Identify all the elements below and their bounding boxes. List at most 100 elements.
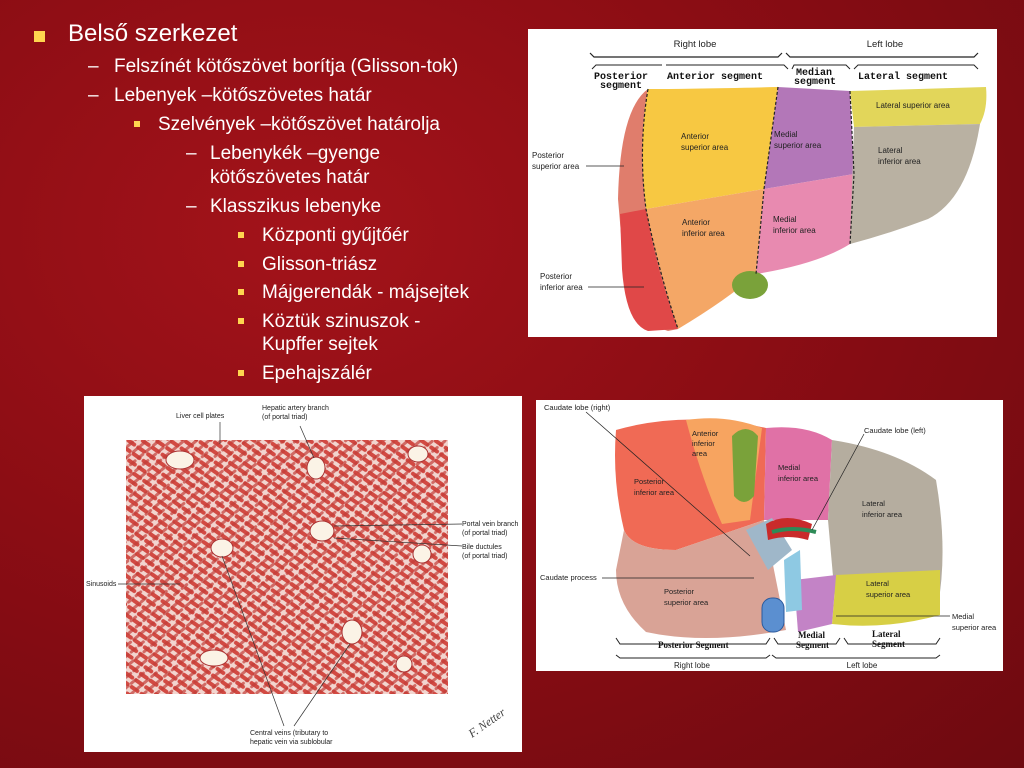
portal-triad bbox=[309, 520, 335, 542]
central-vein bbox=[395, 655, 413, 673]
portal-vein-label: Portal vein branch bbox=[462, 521, 519, 528]
square-bullet-icon bbox=[238, 232, 244, 238]
lateral-inferior-region bbox=[850, 124, 980, 244]
sinusoids-label: Sinusoids bbox=[86, 581, 117, 588]
lateral-inferior-region bbox=[828, 440, 943, 610]
medial-segment-label: Medial bbox=[798, 630, 825, 640]
median-segment-label: Median bbox=[796, 67, 832, 79]
boundary-line bbox=[755, 86, 779, 275]
medial-inferior-label-2: inferior area bbox=[778, 474, 819, 483]
posterior-inferior-label: Posterior bbox=[634, 477, 665, 486]
lateral-segment-bracket bbox=[843, 637, 941, 645]
portal-triad bbox=[407, 445, 429, 463]
hepatic-artery-label-2: (of portal triad) bbox=[262, 414, 308, 421]
lateral-inferior-area-label: Lateral bbox=[878, 146, 903, 155]
leader-line bbox=[333, 523, 463, 527]
anterior-inferior-region bbox=[646, 189, 764, 329]
medial-segment-label-2: Segment bbox=[796, 640, 829, 650]
lateral-segment-label: Lateral segment bbox=[858, 71, 948, 83]
liver-visceral-diagram: Caudate lobe (right) Anterior inferior a… bbox=[536, 400, 1003, 671]
liver-anterior-svg: Right lobe Left lobe Posterior segment A… bbox=[532, 39, 987, 331]
anterior-inferior-area-label-2: inferior area bbox=[682, 229, 725, 238]
left-lobe-label: Left lobe bbox=[847, 661, 878, 670]
dash-bullet-icon: – bbox=[88, 56, 99, 77]
portal-triad bbox=[165, 450, 195, 470]
medial-inferior-area-label-2: inferior area bbox=[773, 226, 816, 235]
anterior-superior-region bbox=[642, 87, 778, 209]
gallbladder bbox=[732, 429, 758, 502]
posterior-inferior-area-label: Posterior bbox=[540, 272, 572, 281]
medial-superior-region bbox=[794, 575, 836, 632]
medial-inferior-label: Medial bbox=[778, 463, 800, 472]
medial-segment-bracket bbox=[773, 637, 841, 645]
left-lobe-label: Left lobe bbox=[867, 39, 903, 50]
bile-ductules-label-2: (of portal triad) bbox=[462, 553, 508, 560]
bullet-text: Köztük szinuszok - bbox=[262, 311, 421, 332]
lateral-segment-bracket bbox=[853, 64, 979, 70]
posterior-superior-label: Posterior bbox=[664, 587, 695, 596]
liver-cell-plates-label: Liver cell plates bbox=[176, 413, 225, 420]
vena-cava-stump bbox=[761, 597, 785, 633]
dash-bullet-icon: – bbox=[88, 85, 99, 106]
square-bullet-icon bbox=[34, 31, 45, 42]
right-lobe-bracket bbox=[615, 654, 771, 659]
dash-bullet-icon: – bbox=[186, 196, 197, 217]
square-bullet-icon bbox=[238, 370, 244, 376]
gallbladder bbox=[732, 271, 768, 299]
hepatic-tissue-overlay bbox=[126, 440, 448, 694]
leader-line bbox=[293, 643, 351, 727]
right-lobe-label: Right lobe bbox=[674, 661, 711, 670]
liver-visceral-svg: Caudate lobe (right) Anterior inferior a… bbox=[540, 403, 997, 670]
boundary-line bbox=[849, 90, 855, 245]
median-segment-bracket bbox=[791, 64, 851, 70]
posterior-inferior-label-2: inferior area bbox=[634, 488, 675, 497]
leader-line bbox=[333, 537, 463, 547]
square-bullet-icon bbox=[238, 318, 244, 324]
leader-line bbox=[811, 433, 865, 531]
lateral-inferior-area-label-2: inferior area bbox=[878, 157, 921, 166]
lateral-segment-label: Lateral bbox=[872, 629, 901, 639]
posterior-segment-label: Posterior bbox=[594, 71, 648, 83]
central-vein bbox=[341, 619, 363, 645]
bile-ductules-label: Bile ductules bbox=[462, 544, 502, 551]
medial-inferior-area-label: Medial bbox=[773, 215, 797, 224]
lateral-superior-region bbox=[832, 570, 940, 626]
bullet-text-continuation: kötőszövetes határ bbox=[210, 167, 370, 188]
bullet-text: Lebenyek –kötőszövetes határ bbox=[114, 85, 372, 106]
medial-inferior-region bbox=[764, 427, 832, 520]
bullet-text: Májgerendák - májsejtek bbox=[262, 282, 469, 303]
anterior-inferior-area-label: Anterior bbox=[682, 218, 710, 227]
posterior-segment-label: Posterior Segment bbox=[658, 640, 729, 650]
posterior-segment-bracket bbox=[591, 64, 662, 70]
square-bullet-icon bbox=[238, 289, 244, 295]
central-vein bbox=[210, 538, 234, 558]
medial-superior-area-label-2: superior area bbox=[774, 141, 822, 150]
anterior-inferior-label: Anterior bbox=[692, 429, 719, 438]
bullet-item-level4: – Klasszikus lebenyke bbox=[186, 196, 381, 218]
posterior-superior-label-2: superior area bbox=[664, 598, 709, 607]
anterior-inferior-label-2: inferior bbox=[692, 439, 715, 448]
medial-superior-area-label: Medial bbox=[774, 130, 798, 139]
central-vein bbox=[412, 544, 432, 564]
caudate-left-label: Caudate lobe (left) bbox=[864, 426, 926, 435]
bullet-text: Felszínét kötőszövet borítja (Glisson-to… bbox=[114, 56, 459, 77]
anterior-inferior-label-3: area bbox=[692, 449, 708, 458]
medial-inferior-region bbox=[756, 174, 854, 274]
dash-bullet-icon: – bbox=[186, 143, 197, 164]
lateral-superior-area-label: Lateral superior area bbox=[876, 101, 950, 110]
posterior-segment-label-2: segment bbox=[600, 81, 642, 92]
lobule-svg: Liver cell plates Hepatic artery branch … bbox=[86, 405, 519, 746]
lateral-superior-region bbox=[850, 87, 987, 127]
posterior-segment-bracket bbox=[615, 637, 771, 645]
central-veins-label: Central veins (tributary to bbox=[250, 730, 328, 737]
anterior-segment-label: Anterior segment bbox=[667, 71, 763, 83]
medial-superior-label: Medial bbox=[952, 612, 974, 621]
right-lobe-bracket bbox=[589, 52, 783, 58]
medial-superior-region bbox=[764, 87, 854, 189]
square-bullet-icon bbox=[238, 261, 244, 267]
liver-anterior-diagram: Right lobe Left lobe Posterior segment A… bbox=[528, 29, 997, 337]
central-veins-label-2: hepatic vein via sublobular bbox=[250, 739, 333, 746]
anterior-segment-bracket bbox=[666, 64, 789, 70]
bullet-item-level2: – Lebenyek –kötőszövetes határ bbox=[88, 85, 372, 107]
caudate-process-region bbox=[746, 518, 792, 570]
